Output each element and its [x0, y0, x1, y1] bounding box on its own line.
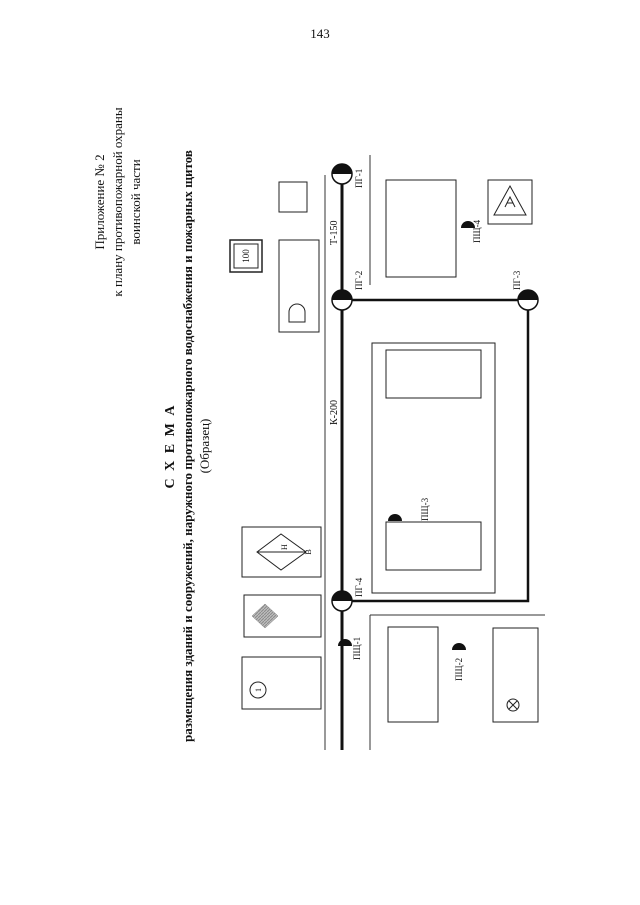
building-bottom-right — [492, 627, 539, 723]
reservoir-label: 100 — [241, 249, 251, 263]
building-warning-sign — [487, 179, 533, 225]
pipe-label-k200: К-200 — [329, 400, 340, 425]
fire-shield-psh4-icon — [461, 221, 475, 228]
building-bottom-middle — [387, 626, 439, 723]
fire-shield-psh2-icon — [452, 643, 466, 650]
building-central-outer — [371, 342, 496, 594]
pipe-label-t150: Т-150 — [329, 221, 340, 245]
hydrant-label-pg2: ПГ-2 — [354, 271, 364, 290]
reservoir-inner — [233, 243, 259, 269]
hydrant-pg2-icon — [331, 289, 353, 311]
shield-label-psh1: ПЩ-1 — [352, 637, 362, 660]
marker-num1: 1 — [254, 688, 263, 692]
marker-v: В — [304, 549, 313, 554]
building-hatched-sign — [243, 594, 322, 638]
warning-triangle-icon — [493, 184, 527, 216]
building-central-room-bottom — [385, 521, 482, 571]
building-garage — [278, 239, 320, 333]
marker-n: Н — [280, 544, 289, 550]
shield-label-psh2: ПЩ-2 — [454, 658, 464, 681]
shield-label-psh3: ПЩ-3 — [420, 497, 430, 521]
hydrant-label-pg3: ПГ-3 — [512, 270, 522, 290]
page-number: 143 — [310, 26, 330, 41]
hatched-diamond-icon — [251, 603, 279, 629]
fire-shield-psh3-icon — [388, 514, 402, 521]
building-fuel-storage — [241, 526, 322, 578]
ring-water-pipe — [342, 298, 530, 603]
building-small-top — [278, 181, 308, 213]
shield-label-psh4: ПЩ-4 — [472, 219, 482, 243]
lamp-icon — [506, 698, 520, 712]
lamp-cross-icon — [508, 700, 518, 710]
hydrant-pg4-icon — [331, 590, 353, 612]
hydrant-pg1-icon — [331, 163, 353, 185]
circle-number-icon — [249, 681, 267, 699]
building-top-right — [385, 179, 457, 278]
building-central-room-top — [385, 349, 482, 399]
building-numbered — [241, 656, 322, 710]
hydrant-label-pg4: ПГ-4 — [354, 577, 364, 597]
hydrant-label-pg1: ПГ-1 — [354, 169, 364, 188]
reservoir-outer — [229, 239, 263, 273]
hydrant-pg3-icon — [517, 289, 539, 311]
hazard-symbol-icon — [504, 195, 516, 208]
fire-shield-psh1-icon — [338, 639, 352, 646]
arch-icon — [288, 303, 306, 323]
